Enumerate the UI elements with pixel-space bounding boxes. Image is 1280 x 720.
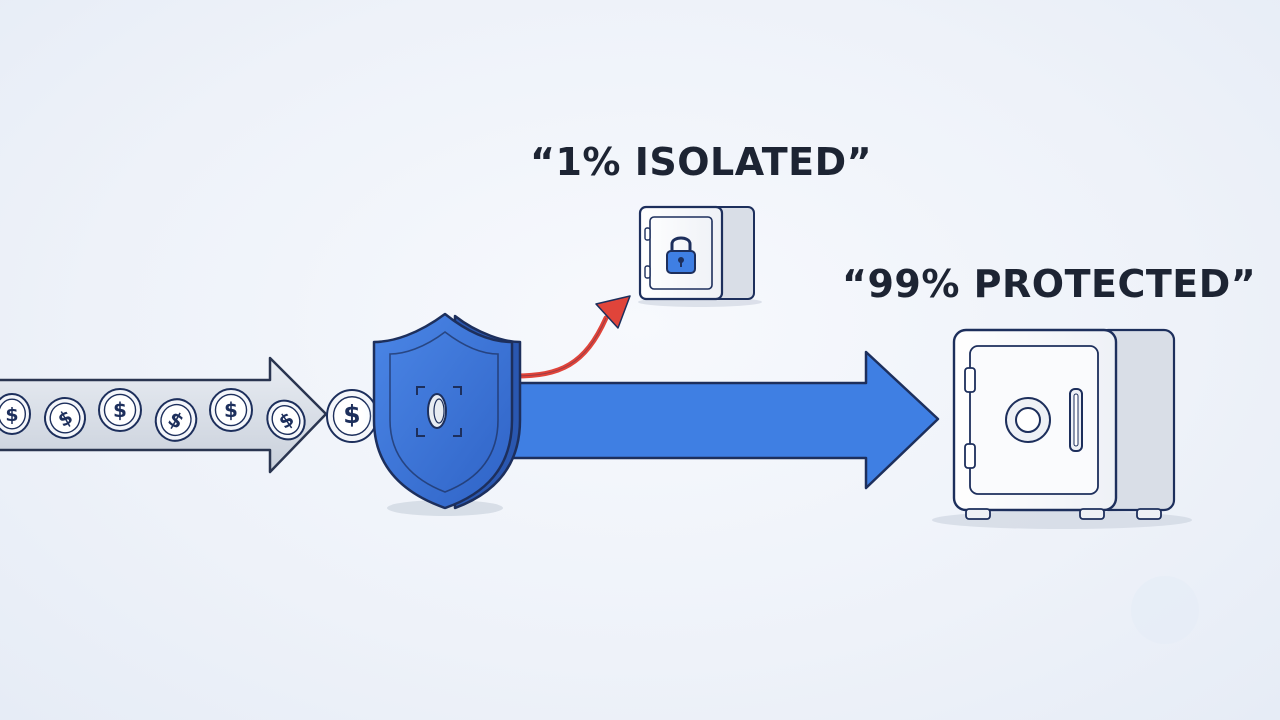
coin-icon: $	[209, 388, 253, 432]
coin-symbol: $	[343, 400, 360, 429]
large-safe-shadow	[932, 511, 1192, 529]
coin-symbol: $	[224, 398, 238, 422]
coin-symbol: $	[5, 404, 18, 426]
shield-icon	[372, 312, 522, 510]
lock-safe-icon	[638, 205, 755, 301]
decorative-blob	[1131, 576, 1199, 644]
coin-icon: $	[0, 393, 31, 435]
diverted-flow-arrow	[512, 295, 631, 379]
coin-icon: $	[154, 398, 198, 442]
coin-icon: $	[44, 397, 86, 439]
coin-icon: $	[98, 388, 142, 432]
safe-icon	[952, 328, 1176, 520]
coin-stream: $ $ $ $ $ $ $	[0, 388, 378, 443]
protected-flow-arrow	[498, 350, 940, 490]
coin-icon: $	[266, 399, 306, 441]
protected-label: “99% PROTECTED”	[842, 262, 1257, 306]
isolated-label: “1% ISOLATED”	[530, 140, 873, 184]
coin-symbol: $	[113, 398, 127, 422]
coin-icon: $	[326, 389, 378, 443]
